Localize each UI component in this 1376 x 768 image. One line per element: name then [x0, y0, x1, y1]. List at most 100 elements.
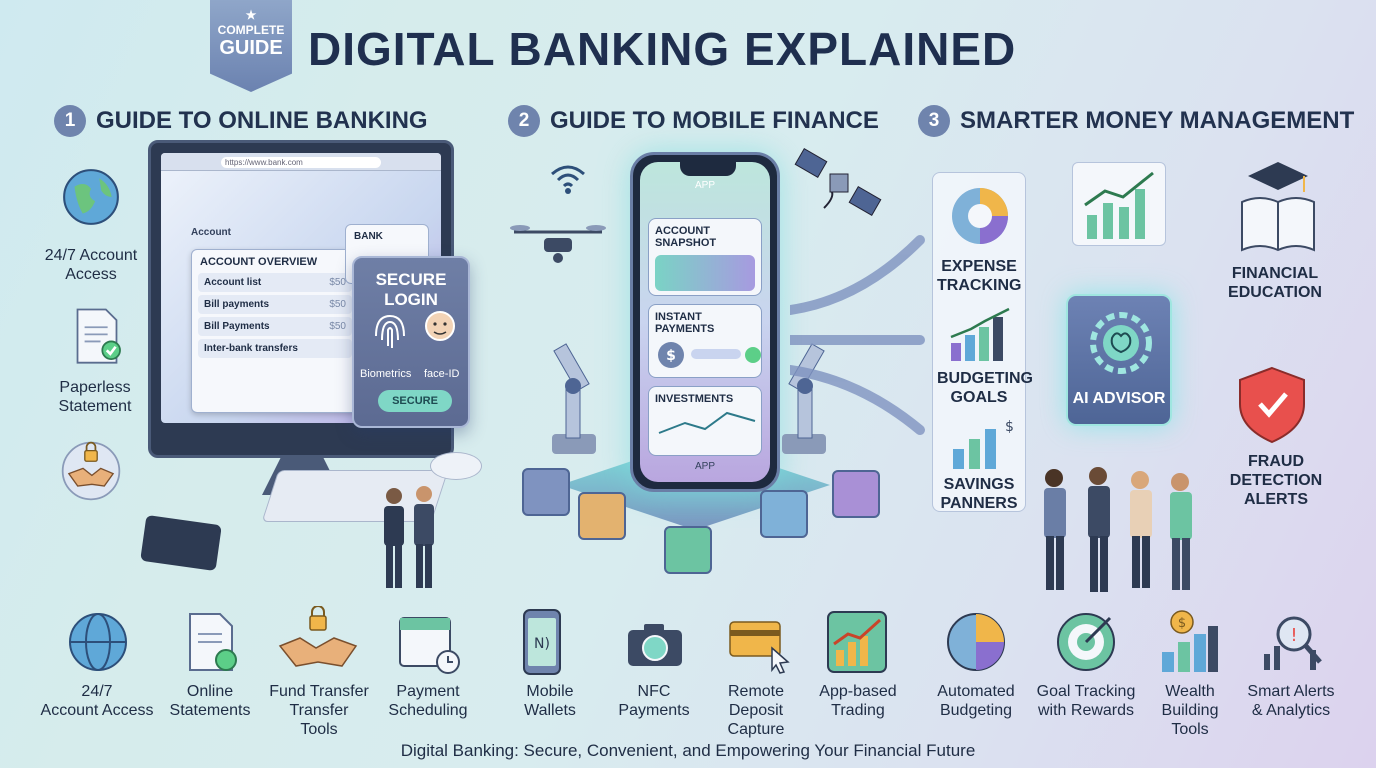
- globe-icon: [69, 613, 127, 671]
- account-row[interactable]: Bill Payments$50: [198, 317, 352, 336]
- account-overview-title: ACCOUNT OVERVIEW: [200, 256, 318, 268]
- investments-card[interactable]: INVESTMENTS: [648, 386, 762, 456]
- bottom-label: Wealth Building Tools: [1161, 683, 1219, 738]
- section-header-2: 2 GUIDE TO MOBILE FINANCE: [508, 104, 879, 138]
- svg-text:$: $: [1005, 419, 1014, 435]
- phone-notch: [680, 162, 736, 176]
- growth-chart-card: [1072, 162, 1166, 246]
- section-title: GUIDE TO MOBILE FINANCE: [550, 107, 879, 134]
- document-check-icon: [189, 613, 237, 671]
- smartphone: APP ACCOUNT SNAPSHOT INSTANT PAYMENTS $ …: [630, 152, 780, 492]
- face-id-icon[interactable]: [420, 304, 460, 352]
- fingerprint-icon[interactable]: [368, 306, 412, 358]
- biometrics-label: Biometrics: [360, 368, 412, 380]
- account-tab[interactable]: Account: [191, 227, 231, 238]
- bottom-label: Smart Alerts & Analytics: [1247, 683, 1335, 719]
- brain-gear-icon: [1090, 312, 1152, 374]
- section-number: 2: [508, 105, 540, 137]
- account-row[interactable]: Account list$50: [198, 273, 352, 292]
- camera-icon: [628, 624, 682, 666]
- section-number: 3: [918, 105, 950, 137]
- cube-dollar-icon: [522, 468, 570, 516]
- education-book-icon: [1241, 162, 1315, 252]
- cube-chart-icon: [578, 492, 626, 540]
- bank-card-graphic: [655, 255, 755, 291]
- investment-chart-icon: [658, 411, 756, 434]
- financial-education-label: FINANCIAL EDUCATION: [1228, 265, 1322, 301]
- face-id-label: face-ID: [424, 368, 460, 380]
- phone-screen: APP ACCOUNT SNAPSHOT INSTANT PAYMENTS $ …: [640, 162, 770, 482]
- flow-arrows: [790, 235, 925, 435]
- bottom-label: App-based Trading: [819, 683, 897, 719]
- url-bar[interactable]: https://www.bank.com: [221, 157, 381, 168]
- fraud-shield-icon: [1239, 366, 1305, 444]
- svg-text:$: $: [1178, 616, 1186, 631]
- bottom-label: Automated Budgeting: [937, 683, 1015, 719]
- savings-planners-label: SAVINGS PANNERS: [940, 476, 1018, 512]
- budget-bars-icon: [950, 307, 1010, 361]
- account-row[interactable]: Bill payments$50: [198, 295, 352, 314]
- bottom-label: Goal Tracking with Rewards: [1036, 683, 1136, 719]
- section-title: GUIDE TO ONLINE BANKING: [96, 107, 428, 134]
- bottom-label: Remote Deposit Capture: [727, 683, 785, 738]
- globe-icon: [63, 169, 119, 225]
- instant-payments-card[interactable]: INSTANT PAYMENTS $: [648, 304, 762, 378]
- card-cursor-icon: [729, 621, 790, 674]
- wifi-icon: [551, 165, 585, 194]
- pie-chart-icon: [947, 613, 1005, 671]
- svg-text:N): N): [534, 636, 550, 652]
- computer-mouse: [430, 452, 482, 480]
- phone-nfc-icon: N): [523, 609, 561, 675]
- app-label: APP: [694, 180, 715, 191]
- target-icon: [1057, 613, 1115, 671]
- budgeting-goals-label: BUDGETING GOALS: [937, 370, 1033, 406]
- bottom-label: Fund Transfer Transfer Tools: [269, 683, 369, 738]
- account-overview-panel: ACCOUNT OVERVIEW Account list$50 Bill pa…: [191, 249, 359, 413]
- section-number: 1: [54, 105, 86, 137]
- card-title: ACCOUNT SNAPSHOT: [655, 225, 717, 249]
- expense-tracking-label: EXPENSE TRACKING: [937, 258, 1022, 294]
- card-title: INVESTMENTS: [655, 393, 734, 405]
- bottom-label: Online Statements: [169, 683, 251, 719]
- secure-button[interactable]: SECURE: [378, 390, 452, 412]
- fraud-detection-label: FRAUD DETECTION ALERTS: [1229, 453, 1323, 508]
- satellite-icon: [794, 148, 882, 216]
- growth-chart-icon: [1084, 171, 1154, 239]
- footer-tagline: Digital Banking: Secure, Convenient, and…: [400, 741, 976, 760]
- people-figures-1: [384, 486, 434, 588]
- section-title: SMARTER MONEY MANAGEMENT: [960, 107, 1355, 134]
- robot-arm-right: [782, 343, 826, 454]
- browser-bar: https://www.bank.com: [161, 153, 441, 171]
- ai-advisor-label: AI ADVISOR: [1072, 390, 1166, 407]
- trading-chart-icon: [827, 611, 887, 673]
- side-label-247: 24/7 Account Access: [44, 247, 138, 283]
- cube-globe-icon: [760, 490, 808, 538]
- account-snapshot-card[interactable]: ACCOUNT SNAPSHOT: [648, 218, 762, 296]
- document-check-icon: [76, 308, 121, 364]
- badge-line2: GUIDE: [219, 37, 283, 59]
- account-row[interactable]: Inter-bank transfers: [198, 339, 352, 358]
- side-label-paperless: Paperless Statement: [58, 379, 132, 415]
- handshake-lock-icon: [278, 606, 358, 667]
- magnifier-chart-icon: !: [1264, 616, 1322, 670]
- bottom-label: Payment Scheduling: [388, 683, 468, 719]
- secure-login-panel: SECURE LOGIN Biometrics face-ID SECURE: [352, 256, 470, 428]
- money-bars-icon: $: [1162, 610, 1218, 672]
- ai-advisor-box[interactable]: AI ADVISOR: [1066, 294, 1172, 426]
- tablet-device: [140, 514, 222, 572]
- star-icon: ★: [245, 8, 257, 22]
- robot-arm-left: [552, 343, 596, 454]
- pie-chart-icon: [952, 188, 1008, 244]
- bank-label: BANK: [354, 231, 383, 242]
- complete-guide-badge: ★ COMPLETE GUIDE: [210, 0, 292, 92]
- svg-text:!: !: [1290, 625, 1297, 646]
- savings-bars-icon: $: [953, 419, 1014, 469]
- card-title: INSTANT PAYMENTS: [655, 311, 715, 335]
- section-header-1: 1 GUIDE TO ONLINE BANKING: [54, 104, 428, 138]
- money-tools-column: EXPENSE TRACKING BUDGETING GOALS $ SAVIN…: [932, 172, 1033, 512]
- bottom-label: NFC Payments: [618, 683, 690, 719]
- cube-wallet-icon: [832, 470, 880, 518]
- drone-icon: [510, 225, 606, 263]
- bottom-label: Mobile Wallets: [524, 683, 576, 719]
- badge-line1: COMPLETE: [217, 23, 285, 37]
